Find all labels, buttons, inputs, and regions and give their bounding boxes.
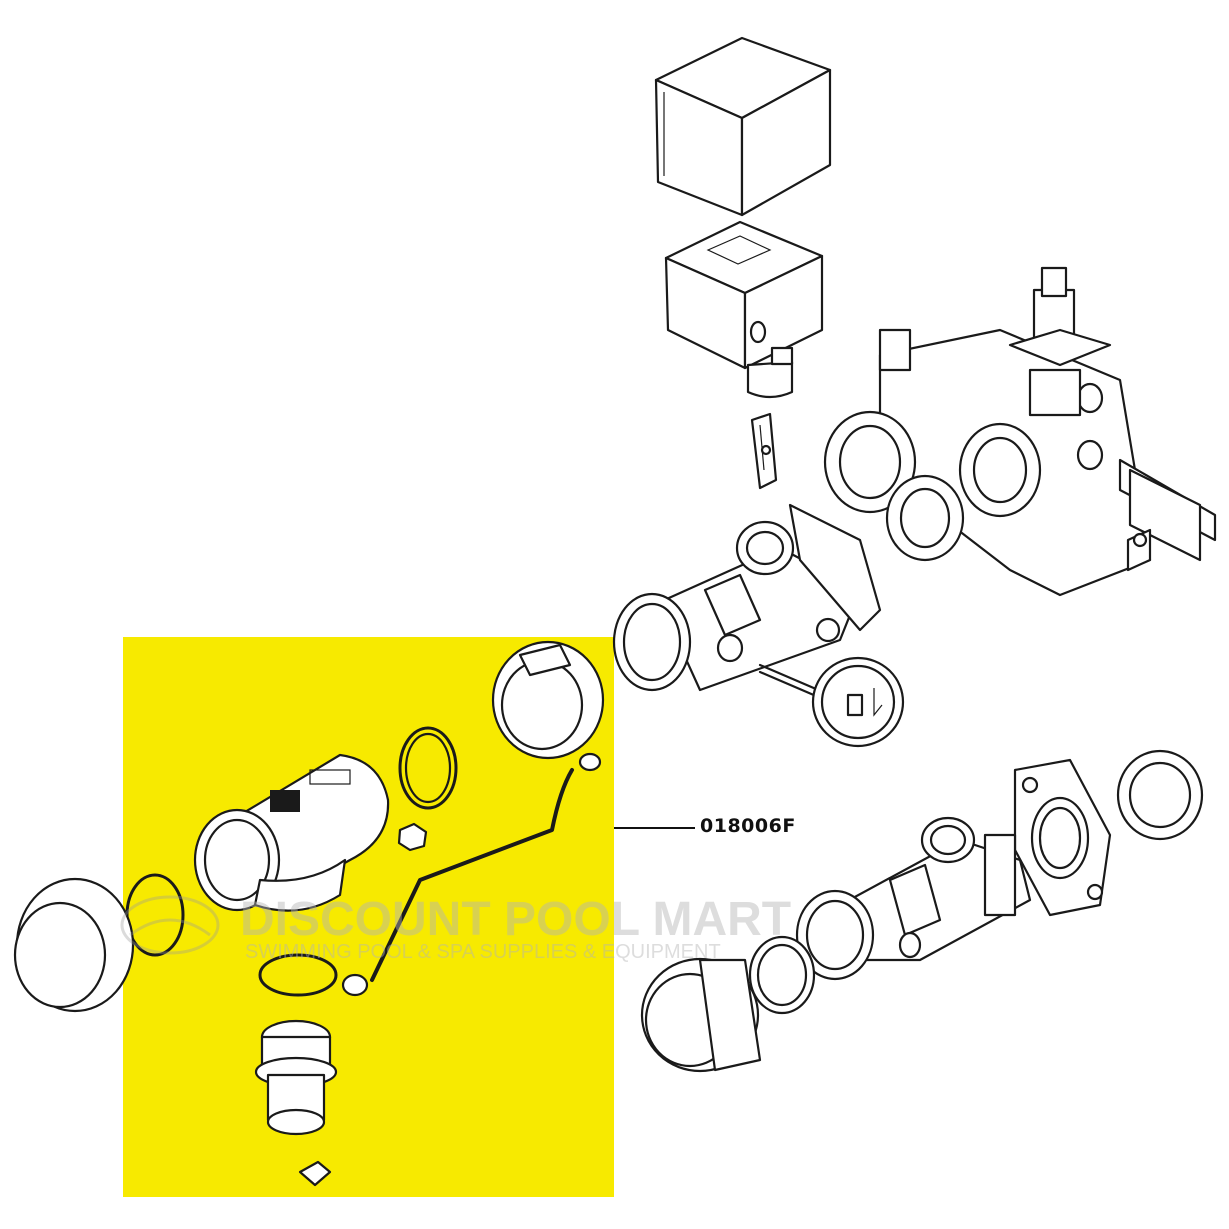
highlighted-part-assembly [13,640,605,1187]
clip [750,412,778,490]
pressure-switch [664,220,824,399]
watermark-subtitle: SWIMMING POOL & SPA SUPPLIES & EQUIPMENT [245,941,721,963]
cover-box [654,36,832,217]
watermark: DISCOUNT POOL MART SWIMMING POOL & SPA S… [120,893,791,963]
upper-tee-pipe [612,503,882,692]
watermark-title: DISCOUNT POOL MART [240,893,791,946]
plunger [758,656,905,748]
part-number-label: 018006F [700,815,796,837]
lower-assembly [640,749,1204,1073]
manifold [823,266,1217,597]
pool-logo-icon [120,895,220,955]
